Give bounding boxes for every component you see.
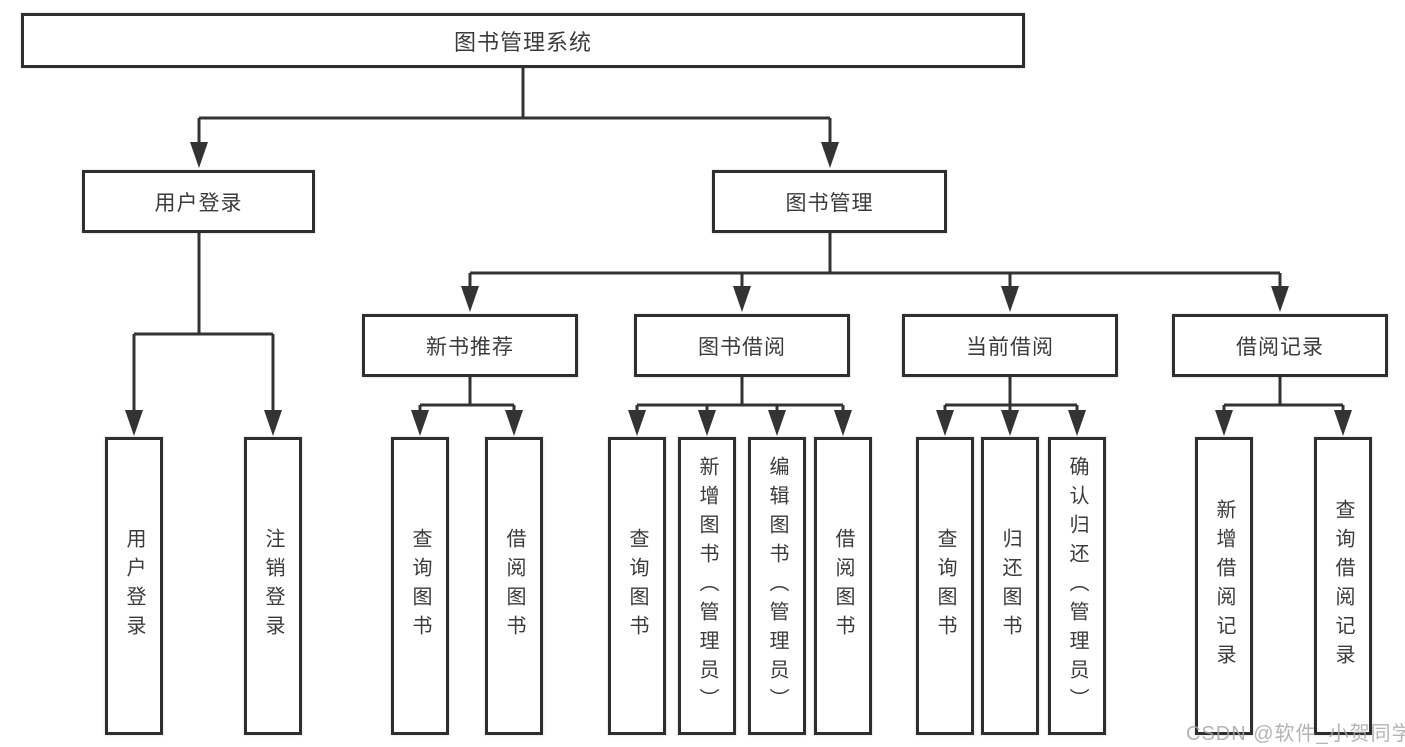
node-new-book-recommend: 新书推荐 bbox=[362, 314, 578, 377]
leaf-add-borrow-record: 新增借阅记录 bbox=[1195, 437, 1253, 735]
leaf-query-books-recommend: 查询图书 bbox=[391, 437, 449, 735]
node-user-login: 用户登录 bbox=[82, 170, 315, 233]
csdn-watermark: CSDN @软件_小贺同学 bbox=[1186, 723, 1405, 745]
leaf-query-books-current: 查询图书 bbox=[916, 437, 974, 735]
leaf-query-books-borrow: 查询图书 bbox=[608, 437, 666, 735]
leaf-borrow-books-recommend: 借阅图书 bbox=[485, 437, 543, 735]
leaf-return-book: 归还图书 bbox=[981, 437, 1039, 735]
node-current-borrow: 当前借阅 bbox=[902, 314, 1118, 377]
leaf-edit-book-admin: 编辑图书（管理员） bbox=[748, 437, 806, 735]
node-root: 图书管理系统 bbox=[21, 13, 1025, 68]
node-borrow-records: 借阅记录 bbox=[1172, 314, 1388, 377]
leaf-add-book-admin: 新增图书（管理员） bbox=[678, 437, 736, 735]
leaf-logout: 注销登录 bbox=[244, 437, 302, 735]
leaf-user-login: 用户登录 bbox=[105, 437, 163, 735]
leaf-borrow-books: 借阅图书 bbox=[814, 437, 872, 735]
node-book-management: 图书管理 bbox=[712, 170, 947, 233]
leaf-confirm-return-admin: 确认归还（管理员） bbox=[1048, 437, 1106, 735]
leaf-query-borrow-record: 查询借阅记录 bbox=[1314, 437, 1372, 735]
node-book-borrow: 图书借阅 bbox=[634, 314, 850, 377]
